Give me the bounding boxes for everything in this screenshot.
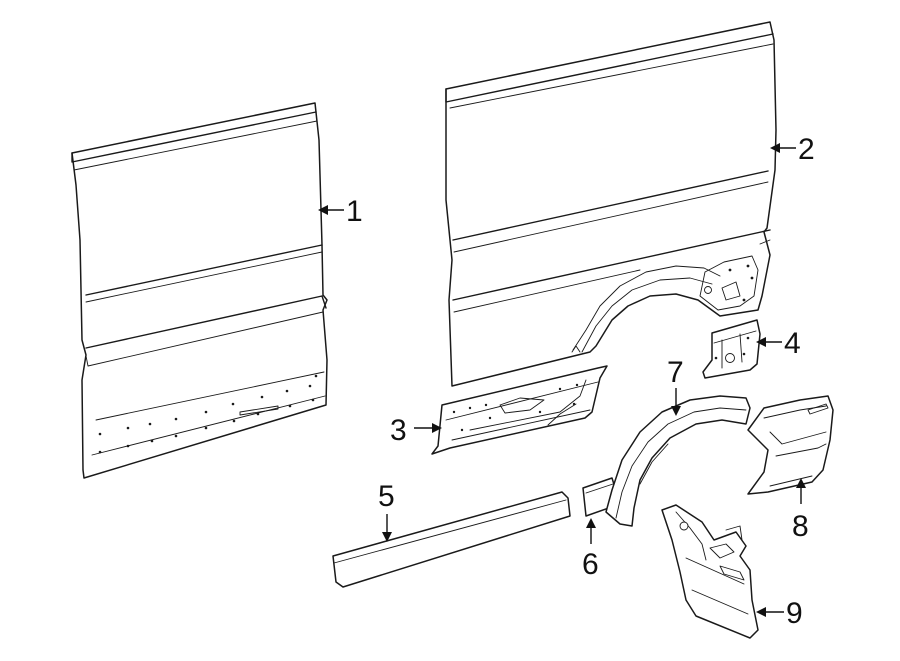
callout-6: 6 [582,518,599,581]
callout-9: 9 [756,597,803,630]
part-7-wheel-flare [605,395,751,527]
callout-1-label: 1 [346,195,363,228]
callouts: 1 2 3 4 5 6 7 [318,133,815,630]
callout-3: 3 [390,414,442,447]
callout-4-label: 4 [784,327,801,360]
part-3-rocker-reinforcement [431,365,608,455]
callout-5: 5 [378,480,395,542]
part-1-rivets [98,374,318,454]
callout-6-label: 6 [582,548,599,581]
callout-5-label: 5 [378,480,395,513]
part-5-molding [332,491,571,588]
part-9-mud-flap [661,504,759,639]
callout-2: 2 [770,133,815,166]
callout-8-label: 8 [792,510,809,543]
callout-1: 1 [318,195,363,228]
part-1-side-panel [71,102,328,479]
callout-7: 7 [667,356,684,416]
callout-9-label: 9 [786,597,803,630]
callout-2-label: 2 [798,133,815,166]
callout-7-label: 7 [667,356,684,389]
part-8-quarter-molding [747,395,834,495]
callout-3-label: 3 [390,414,407,447]
callout-4: 4 [756,327,801,360]
part-2-rear-side-panel [445,21,777,387]
callout-8: 8 [792,478,809,543]
part-4-bracket [702,319,761,379]
